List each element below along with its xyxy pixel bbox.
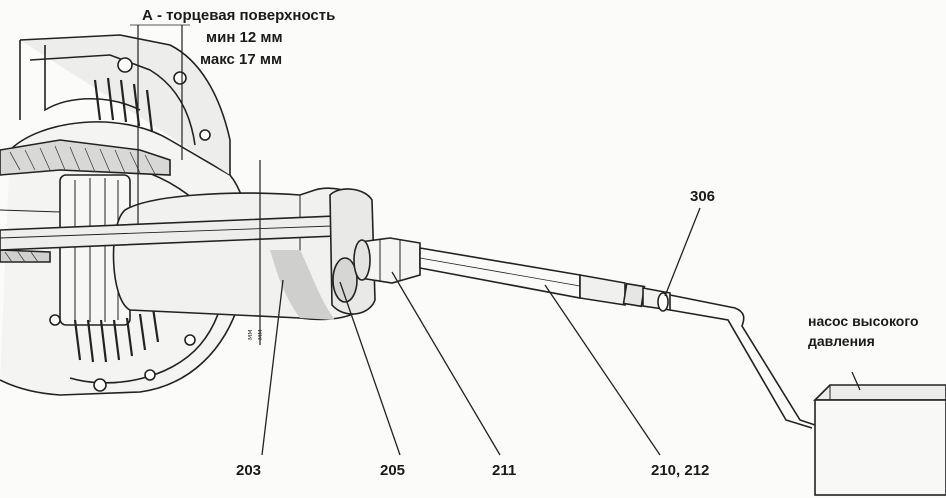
pressure-line xyxy=(669,294,816,429)
leader-lines xyxy=(261,207,861,456)
callout-211: 211 xyxy=(492,462,516,479)
header-line-2: мин 12 мм xyxy=(206,29,283,46)
callout-210-212: 210, 212 xyxy=(651,462,709,479)
section-hatching xyxy=(4,145,156,263)
callout-306: 306 xyxy=(690,188,715,205)
header-line-1: А - торцевая поверхность xyxy=(142,7,335,24)
pump-box xyxy=(813,384,946,496)
dimension-note-b: мм xyxy=(256,329,264,340)
callout-205: 205 xyxy=(380,462,405,479)
pump-label-line-2: давления xyxy=(808,333,875,349)
dimension-lines xyxy=(130,24,261,345)
header-line-3: макс 17 мм xyxy=(200,51,282,68)
shaft-tool xyxy=(0,187,671,321)
dimension-note-a: мм xyxy=(246,329,254,340)
callout-203: 203 xyxy=(236,462,261,479)
pump-label-line-1: насос высокого xyxy=(808,313,919,329)
